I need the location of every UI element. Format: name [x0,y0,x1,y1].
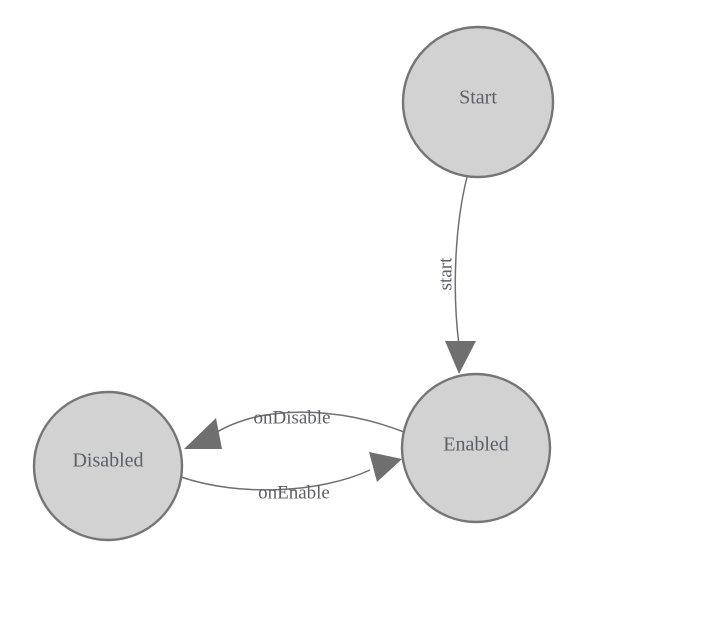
edge-disabled-to-enabled-path [180,469,371,491]
state-node-disabled[interactable]: Disabled [32,390,184,542]
state-node-start[interactable]: Start [401,25,555,179]
edge-enabled-to-disabled-arrowhead [184,418,222,449]
state-node-start-circle [401,25,555,179]
edge-enabled-to-disabled-path [211,411,405,436]
edge-disabled-to-enabled-arrowhead [369,452,402,482]
edge-label-start: start [435,257,456,290]
edge-start-to-enabled-path [454,176,468,346]
edge-disabled-to-enabled[interactable]: onEnable [180,452,402,503]
edge-enabled-to-disabled[interactable]: onDisable [184,407,405,449]
state-node-disabled-circle [32,390,184,542]
state-node-enabled-label: Enabled [443,434,509,456]
edge-label-onenable: onEnable [258,482,330,503]
state-node-start-label: Start [459,87,497,109]
edge-start-to-enabled-arrowhead [445,341,476,374]
edge-start-to-enabled[interactable]: start [435,176,476,374]
state-node-enabled[interactable]: Enabled [400,372,552,524]
state-node-enabled-circle [400,372,552,524]
state-node-disabled-label: Disabled [72,450,143,472]
edge-label-ondisable: onDisable [253,407,330,428]
